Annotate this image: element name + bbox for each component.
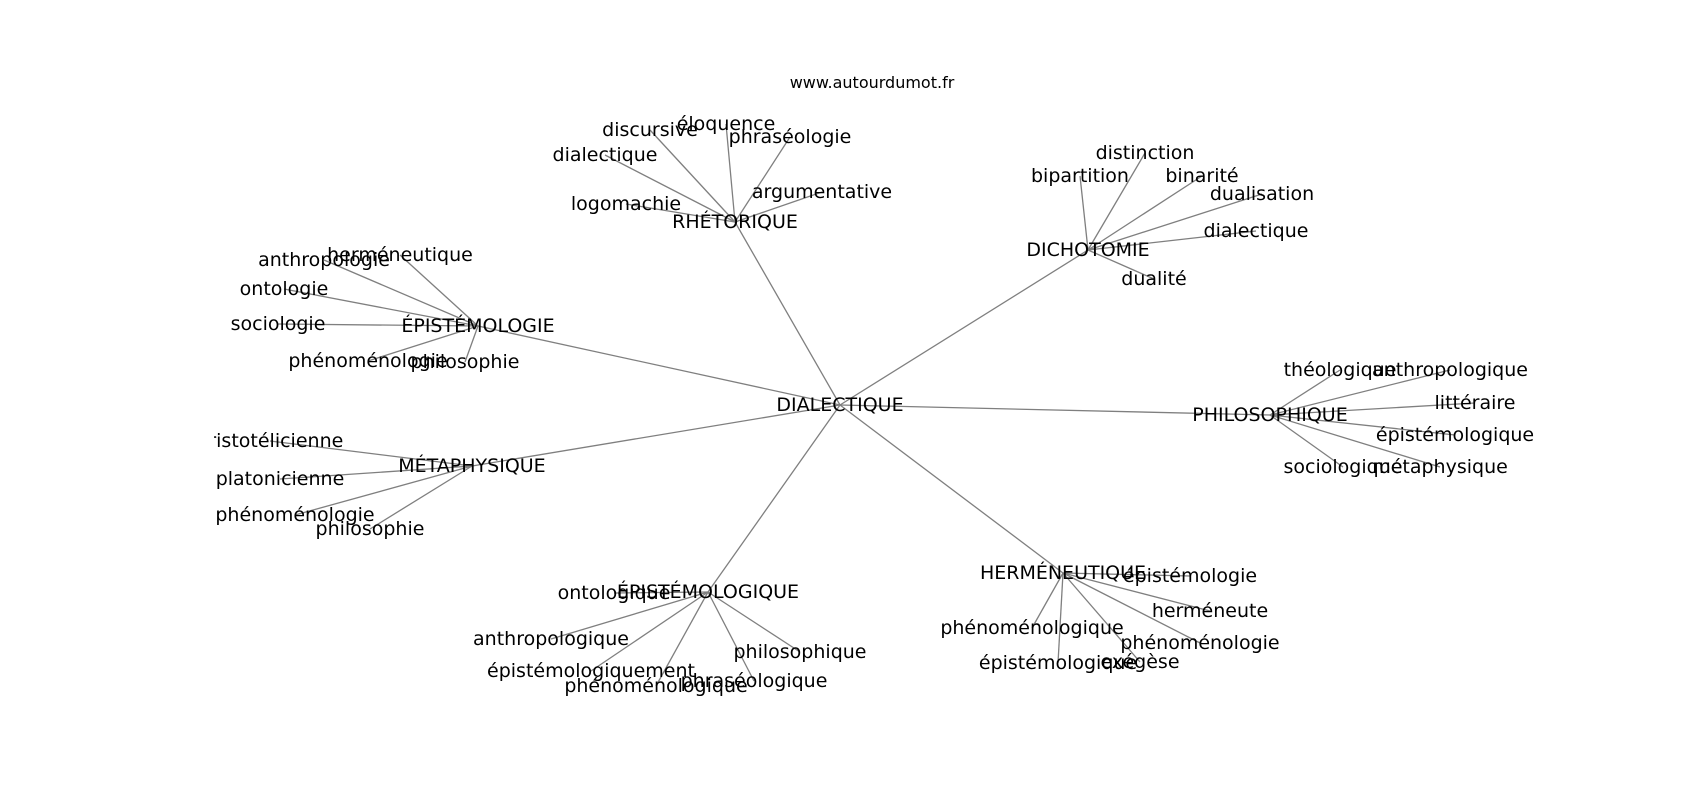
edge-hub-to-leaf — [725, 123, 736, 223]
leaf-node-label[interactable]: éloquence — [677, 113, 776, 135]
site-url: www.autourdumot.fr — [790, 73, 955, 92]
edge-hub-to-leaf — [1062, 572, 1201, 644]
leaf-node-label[interactable]: théologique — [1284, 359, 1397, 381]
leaf-node-label[interactable]: phénoménologie — [288, 350, 447, 372]
leaf-node-label[interactable]: herméneutique — [327, 244, 473, 266]
leaf-node-label[interactable]: épistémologie — [1123, 565, 1257, 587]
leaf-node-label[interactable]: philosophie — [411, 351, 520, 373]
edge-hub-to-leaf — [1269, 414, 1456, 436]
hub-node-label[interactable]: PHILOSOPHIQUE — [1192, 404, 1347, 426]
edge-hub-to-leaf — [613, 591, 709, 594]
edge-hub-to-leaf — [1269, 369, 1451, 416]
edge-hub-to-leaf — [464, 325, 479, 363]
leaf-node-label[interactable]: épistémologiquement — [487, 660, 695, 682]
edge-hub-to-leaf — [707, 591, 801, 653]
edge-center-to-hub — [477, 325, 841, 406]
hub-node-label[interactable]: RHÉTORIQUE — [672, 210, 798, 233]
edge-hub-to-leaf — [1062, 572, 1191, 577]
edge-center-to-hub — [839, 404, 1064, 574]
leaf-node-label[interactable]: bipartition — [1031, 165, 1129, 187]
edge-hub-to-leaf — [655, 591, 709, 687]
leaf-node-label[interactable]: philosophique — [734, 641, 867, 663]
edge-hub-to-leaf — [399, 254, 479, 327]
leaf-node-label[interactable]: argumentative — [752, 181, 892, 203]
graph-labels: dialectiquediscursiveéloquencephraséolog… — [197, 113, 1534, 697]
leaf-node-label[interactable]: dualité — [1121, 268, 1186, 290]
edge-hub-to-leaf — [734, 191, 823, 223]
edge-hub-to-leaf — [367, 325, 479, 362]
edge-hub-to-leaf — [1031, 572, 1064, 629]
edge-hub-to-leaf — [1062, 572, 1211, 612]
leaf-node-label[interactable]: exégèse — [1100, 651, 1179, 673]
leaf-node-label[interactable]: herméneute — [1152, 600, 1268, 622]
edge-hub-to-leaf — [734, 136, 791, 223]
leaf-node-label[interactable]: anthropologie — [258, 249, 390, 271]
leaf-node-label[interactable]: anthropologique — [1372, 359, 1528, 381]
leaf-node-label[interactable]: épistémologique — [979, 652, 1137, 674]
edge-hub-to-leaf — [294, 465, 473, 516]
leaf-node-label[interactable]: sociologie — [231, 313, 326, 335]
edge-hub-to-leaf — [1087, 152, 1146, 251]
edge-center-to-hub — [839, 249, 1089, 406]
edge-hub-to-leaf — [277, 323, 479, 327]
leaf-node-label[interactable]: phénoménologique — [564, 675, 747, 697]
leaf-node-label[interactable]: logomachie — [571, 193, 681, 215]
edge-hub-to-leaf — [625, 203, 736, 223]
edge-hub-to-leaf — [1087, 230, 1257, 251]
edge-center-to-hub — [734, 221, 841, 406]
leaf-node-label[interactable]: ontologie — [240, 278, 329, 300]
leaf-node-label[interactable]: philosophie — [316, 518, 425, 540]
leaf-node-label[interactable]: discursive — [602, 119, 698, 141]
edge-hub-to-leaf — [269, 440, 473, 467]
leaf-node-label[interactable]: aristotélicienne — [197, 430, 344, 452]
leaf-node-label[interactable]: littéraire — [1435, 392, 1516, 414]
edge-hub-to-leaf — [283, 288, 479, 327]
edge-hub-to-leaf — [649, 129, 736, 223]
edge-hub-to-leaf — [1087, 193, 1263, 251]
leaf-node-label[interactable]: phénoménologie — [215, 504, 374, 526]
leaf-node-label[interactable]: phraséologique — [681, 670, 828, 692]
edge-hub-to-leaf — [1079, 175, 1089, 251]
edge-hub-to-leaf — [550, 591, 709, 640]
hub-node-label[interactable]: HERMÉNEUTIQUE — [980, 561, 1146, 584]
edge-hub-to-leaf — [1087, 249, 1155, 280]
leaf-node-label[interactable]: anthropologique — [473, 628, 629, 650]
leaf-node-label[interactable]: binarité — [1165, 165, 1238, 187]
graph-edges — [269, 123, 1476, 687]
edge-hub-to-leaf — [279, 465, 473, 480]
edge-center-to-hub — [839, 404, 1271, 416]
edge-hub-to-leaf — [1057, 572, 1064, 664]
center-node-label[interactable]: DIALECTIQUE — [776, 394, 903, 416]
leaf-node-label[interactable]: ontologique — [558, 582, 671, 604]
hub-node-label[interactable]: DICHOTOMIE — [1026, 239, 1149, 261]
hub-node-label[interactable]: ÉPISTÉMOLOGIE — [401, 314, 554, 337]
edge-hub-to-leaf — [369, 465, 473, 530]
edge-hub-to-leaf — [1269, 402, 1476, 416]
edge-hub-to-leaf — [590, 591, 709, 672]
edge-hub-to-leaf — [1269, 414, 1344, 468]
leaf-node-label[interactable]: épistémologique — [1376, 424, 1534, 446]
edge-center-to-hub — [707, 404, 841, 593]
leaf-node-label[interactable]: sociologique — [1284, 456, 1403, 478]
leaf-node-label[interactable]: phraséologie — [729, 126, 852, 148]
leaf-node-label[interactable]: dialectique — [1204, 220, 1309, 242]
edge-center-to-hub — [471, 404, 841, 467]
edge-hub-to-leaf — [604, 154, 736, 223]
leaf-node-label[interactable]: phénoménologique — [940, 617, 1123, 639]
leaf-node-label[interactable]: métaphysique — [1372, 456, 1508, 478]
leaf-node-label[interactable]: platonicienne — [216, 468, 345, 490]
edge-hub-to-leaf — [1269, 414, 1441, 468]
edge-hub-to-leaf — [323, 259, 479, 327]
hub-node-label[interactable]: ÉPISTÉMOLOGIQUE — [617, 580, 799, 603]
leaf-node-label[interactable]: dialectique — [553, 144, 658, 166]
hub-node-label[interactable]: MÉTAPHYSIQUE — [398, 454, 545, 477]
leaf-node-label[interactable]: dualisation — [1210, 183, 1314, 205]
edge-hub-to-leaf — [1062, 572, 1141, 663]
edge-hub-to-leaf — [1087, 175, 1203, 251]
edge-hub-to-leaf — [1269, 369, 1341, 416]
leaf-node-label[interactable]: phénoménologie — [1120, 632, 1279, 654]
edge-hub-to-leaf — [707, 591, 755, 682]
leaf-node-label[interactable]: distinction — [1096, 142, 1195, 164]
